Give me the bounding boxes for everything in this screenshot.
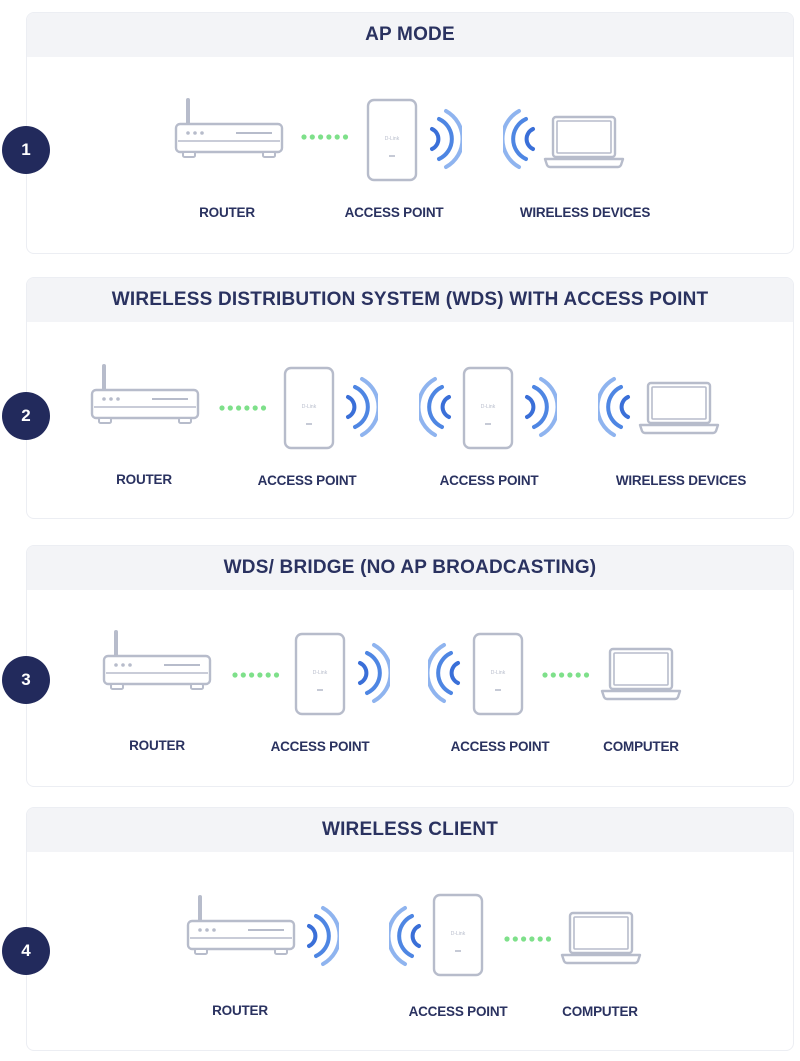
wifi-signal-left-icon	[598, 376, 632, 438]
step-badge: 3	[2, 656, 50, 704]
node-label: ACCESS POINT	[344, 205, 444, 220]
node-label: ROUTER	[199, 205, 255, 220]
wifi-signal-left-icon	[389, 905, 423, 967]
section-wireless-client: WIRELESS CLIENT	[26, 807, 794, 1051]
router-icon	[174, 96, 284, 162]
node-label: ACCESS POINT	[450, 739, 550, 754]
node-label: WIRELESS DEVICES	[519, 205, 651, 220]
step-badge: 1	[2, 126, 50, 174]
node-label: ACCESS POINT	[408, 1004, 508, 1019]
laptop-icon	[560, 911, 642, 965]
node-label: ACCESS POINT	[270, 739, 370, 754]
step-badge: 2	[2, 392, 50, 440]
access-point-icon	[282, 366, 336, 450]
wifi-signal-left-icon	[428, 642, 462, 704]
connection-dots-icon	[300, 131, 350, 143]
connection-dots-icon	[503, 933, 553, 945]
step-badge: 4	[2, 927, 50, 975]
wifi-signal-left-icon	[419, 376, 453, 438]
section-title: WDS/ BRIDGE (NO AP BROADCASTING)	[27, 546, 793, 590]
router-icon	[90, 362, 200, 428]
wifi-signal-right-icon	[428, 108, 462, 170]
node-label: ACCESS POINT	[439, 473, 539, 488]
access-point-icon	[471, 632, 525, 716]
connection-dots-icon	[218, 402, 268, 414]
node-label: COMPUTER	[562, 1004, 638, 1019]
wifi-signal-right-icon	[356, 642, 390, 704]
access-point-icon	[461, 366, 515, 450]
connection-dots-icon	[541, 669, 591, 681]
wifi-signal-left-icon	[503, 108, 537, 170]
node-label: ROUTER	[116, 472, 172, 487]
section-title: WIRELESS CLIENT	[27, 808, 793, 852]
section-ap-mode: AP MODE	[26, 12, 794, 254]
section-title: WIRELESS DISTRIBUTION SYSTEM (WDS) WITH …	[27, 278, 793, 322]
access-point-icon	[365, 98, 419, 182]
node-label: COMPUTER	[603, 739, 679, 754]
connection-dots-icon	[231, 669, 281, 681]
router-icon	[186, 893, 296, 959]
laptop-icon	[600, 647, 682, 701]
access-point-icon	[293, 632, 347, 716]
node-label: WIRELESS DEVICES	[615, 473, 747, 488]
node-label: ACCESS POINT	[257, 473, 357, 488]
router-icon	[102, 628, 212, 694]
wifi-signal-right-icon	[523, 376, 557, 438]
section-title: AP MODE	[27, 13, 793, 57]
wifi-signal-right-icon	[305, 905, 339, 967]
node-label: ROUTER	[212, 1003, 268, 1018]
access-point-icon	[431, 893, 485, 977]
wifi-signal-right-icon	[344, 376, 378, 438]
node-label: ROUTER	[129, 738, 185, 753]
laptop-icon	[543, 115, 625, 169]
laptop-icon	[638, 381, 720, 435]
